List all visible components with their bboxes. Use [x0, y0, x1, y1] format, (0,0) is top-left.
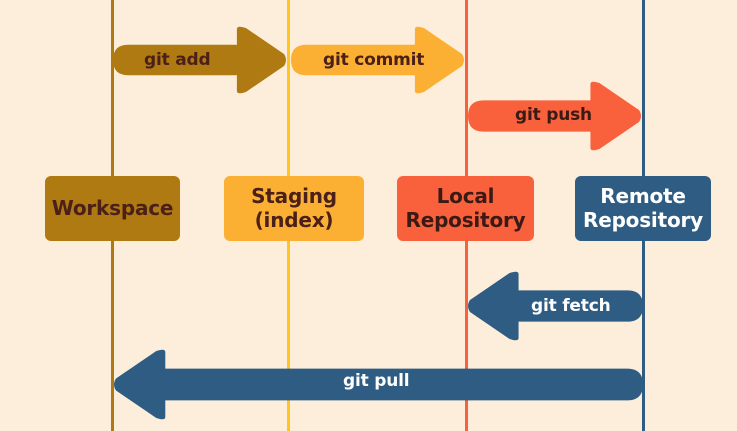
- node-label-staging: Staging (index): [251, 183, 337, 232]
- arrow-git-fetch: [466, 270, 643, 342]
- node-workspace[interactable]: Workspace: [45, 176, 180, 241]
- git-pull-arrow-icon: [114, 349, 643, 420]
- git-push-arrow-icon: [468, 81, 641, 151]
- node-label-remote-repository: Remote Repository: [583, 183, 703, 232]
- arrow-git-commit: [291, 25, 466, 95]
- node-label-workspace: Workspace: [51, 195, 174, 220]
- node-label-local-repository: Local Repository: [405, 183, 526, 232]
- node-staging[interactable]: Staging (index): [224, 176, 364, 241]
- git-commit-arrow-icon: [291, 26, 464, 94]
- arrow-git-add: [113, 25, 288, 95]
- git-add-arrow-icon: [113, 26, 286, 94]
- arrow-git-push: [468, 80, 643, 152]
- node-remote-repository[interactable]: Remote Repository: [575, 176, 711, 241]
- node-local-repository[interactable]: Local Repository: [397, 176, 534, 241]
- arrow-git-pull: [112, 348, 643, 421]
- git-fetch-arrow-icon: [468, 271, 643, 341]
